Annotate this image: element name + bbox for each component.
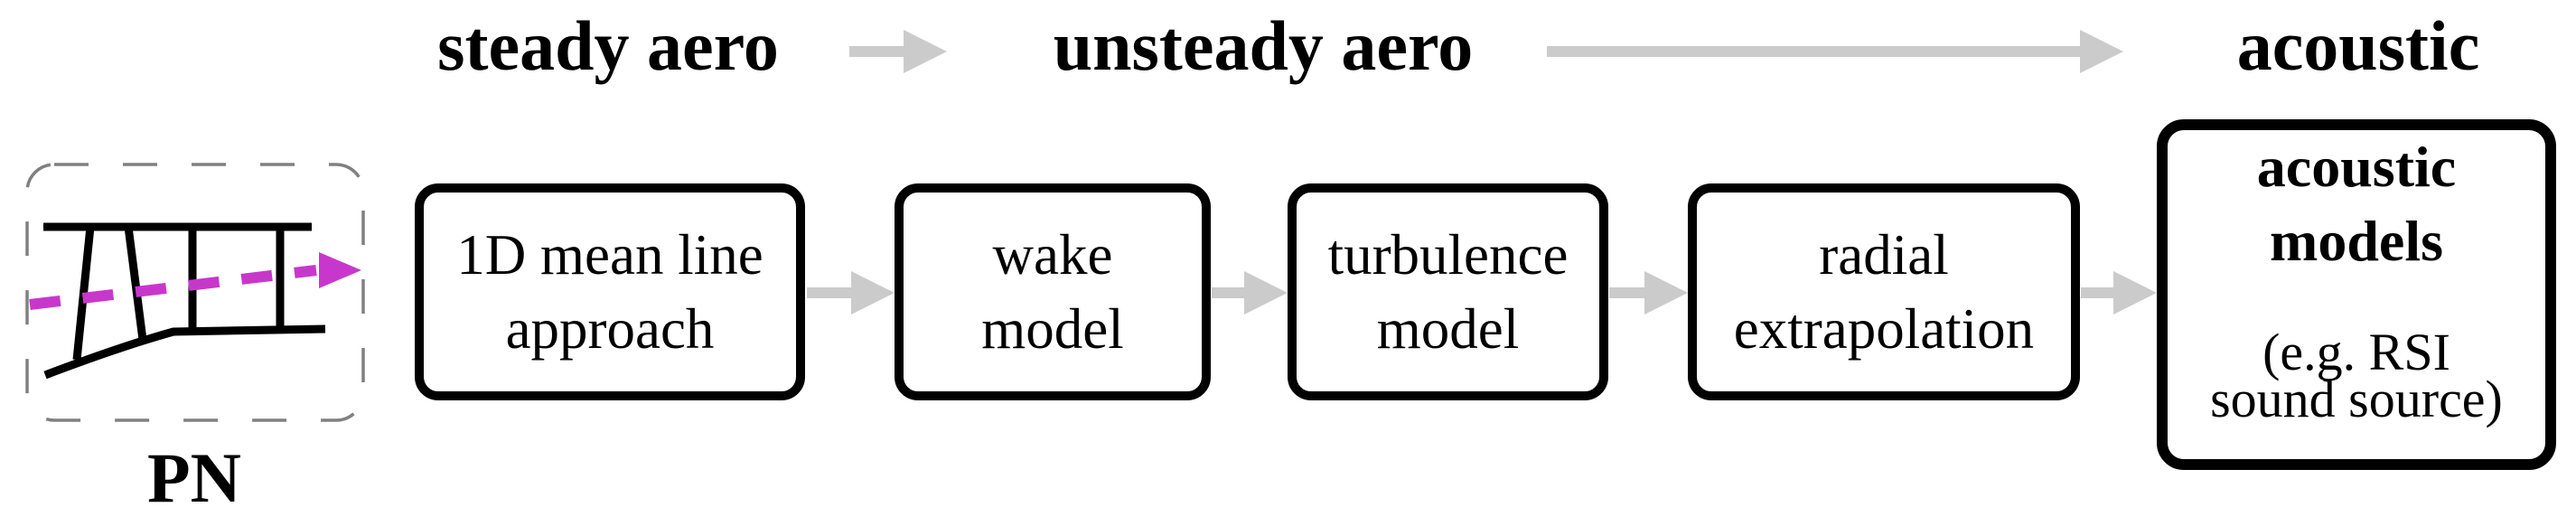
flow-arrow-shape bbox=[2081, 271, 2157, 315]
arrow-head bbox=[904, 30, 947, 73]
node-label-line: turbulence bbox=[1327, 223, 1569, 286]
node-label-line: acoustic bbox=[2256, 135, 2457, 199]
node-label-line: extrapolation bbox=[1733, 297, 2035, 361]
flow-arrow-shape bbox=[807, 271, 895, 315]
arrow-head bbox=[2080, 30, 2123, 73]
arrow-head bbox=[2113, 271, 2157, 315]
arrow-shaft bbox=[1212, 287, 1248, 298]
flow-path-arrowhead bbox=[319, 252, 361, 288]
flow-arrow-shape bbox=[1212, 271, 1288, 315]
node-label-line: (e.g. RSI bbox=[2262, 323, 2450, 381]
hub-line bbox=[43, 324, 326, 380]
node-1d-mean-line-approach: 1D mean line approach bbox=[415, 183, 805, 400]
arrow-shaft bbox=[849, 46, 907, 57]
flow-arrow-icon bbox=[807, 271, 895, 315]
node-label-line: model bbox=[1376, 297, 1520, 361]
stage-label-steady-aero: steady aero bbox=[437, 6, 779, 85]
stage-arrow-icon bbox=[849, 30, 947, 73]
flow-arrow-icon bbox=[1212, 271, 1288, 315]
flow-path-dashes bbox=[29, 265, 317, 310]
arrow-shaft bbox=[1609, 287, 1648, 298]
turbomachine-sketch-icon bbox=[43, 222, 326, 380]
arrow-shaft bbox=[2081, 287, 2117, 298]
blade-strut bbox=[124, 226, 147, 341]
node-label-line: radial bbox=[1819, 223, 1949, 286]
input-dashed-box bbox=[25, 163, 365, 422]
node-acoustic-models: acoustic models (e.g. RSI sound source) bbox=[2157, 119, 2556, 470]
node-label-line: model bbox=[981, 297, 1124, 361]
node-label-line: sound source) bbox=[2210, 370, 2503, 428]
arrow-shaft bbox=[1547, 46, 2084, 57]
stage-arrow-icon bbox=[1547, 30, 2123, 73]
stage-arrow-shape bbox=[1547, 30, 2123, 73]
flow-arrow-icon bbox=[2081, 271, 2157, 315]
acoustic-models-title: acoustic models bbox=[2257, 130, 2456, 278]
stage-label-acoustic: acoustic bbox=[2236, 6, 2480, 85]
arrow-head bbox=[851, 271, 895, 315]
node-label-line: models bbox=[2270, 209, 2443, 273]
flow-arrow-icon bbox=[1609, 271, 1688, 315]
node-wake-model: wake model bbox=[895, 183, 1211, 400]
arrow-head bbox=[1244, 271, 1288, 315]
input-caption-pn: PN bbox=[147, 438, 241, 517]
stage-arrow-shape bbox=[849, 30, 947, 73]
flow-arrow-shape bbox=[1609, 271, 1688, 315]
node-radial-extrapolation: radial extrapolation bbox=[1688, 183, 2080, 400]
stage-label-unsteady-aero: unsteady aero bbox=[1053, 6, 1474, 85]
node-label-line: approach bbox=[505, 297, 715, 361]
node-turbulence-model: turbulence model bbox=[1288, 183, 1608, 400]
acoustic-models-note: (e.g. RSI sound source) bbox=[2210, 323, 2503, 428]
arrow-head bbox=[1644, 271, 1688, 315]
flow-path-arrow-icon bbox=[29, 252, 361, 310]
node-label-line: wake bbox=[992, 223, 1113, 286]
node-label-line: 1D mean line bbox=[456, 223, 763, 286]
dashed-frame bbox=[25, 163, 365, 422]
arrow-shaft bbox=[807, 287, 855, 298]
